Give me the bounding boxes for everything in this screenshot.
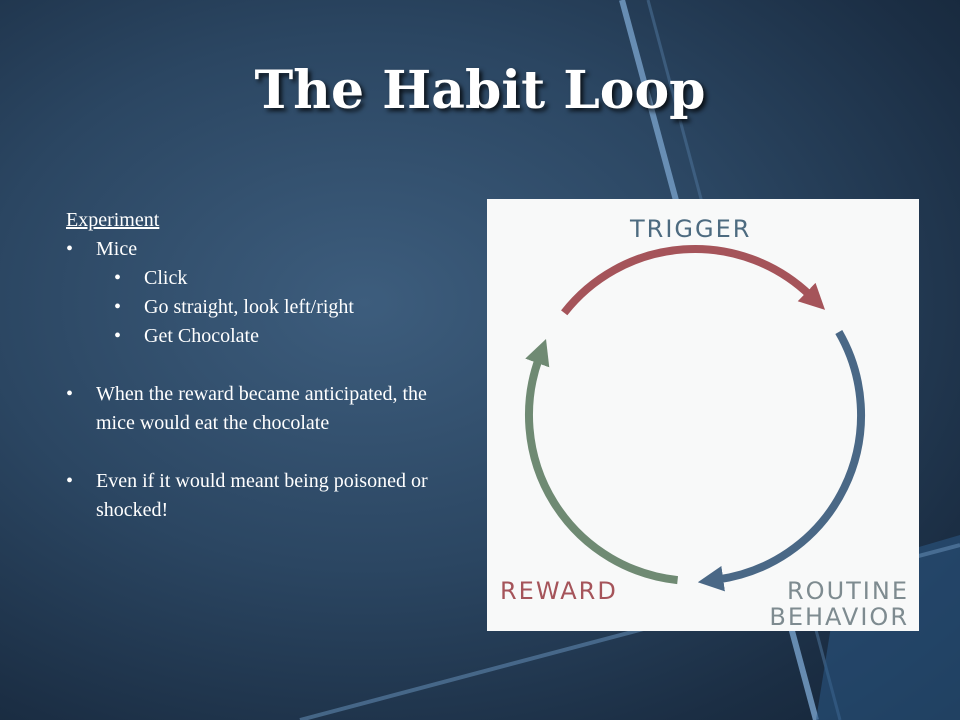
trigger-label: TRIGGER [630, 215, 752, 243]
list-item: • Click [114, 264, 466, 293]
slide-title: The Habit Loop [254, 60, 706, 121]
bullet-text-get-chocolate: Get Chocolate [144, 325, 259, 347]
reward-arc [525, 338, 679, 585]
routine-label-line2: BEHAVIOR [769, 603, 909, 631]
list-item: • Even if it would meant being poisoned … [66, 467, 466, 525]
bullet-icon: • [66, 383, 74, 405]
bullet-icon: • [66, 470, 74, 492]
bullet-text-mice: Mice [96, 238, 138, 260]
bullet-text-go-straight: Go straight, look left/right [144, 296, 354, 318]
trigger-arc [561, 245, 826, 316]
reward-label: REWARD [500, 577, 618, 605]
experiment-heading: Experiment [66, 209, 160, 231]
list-item: • Get Chocolate [114, 322, 466, 351]
bullet-text-poisoned: Even if it would meant being poisoned or… [96, 470, 428, 521]
list-item: • Go straight, look left/right [114, 293, 466, 322]
routine-arc [697, 330, 866, 592]
sub-bullet-list: • Click • Go straight, look left/right •… [114, 264, 466, 351]
list-item: • Mice • Click • Go straight, look left/… [66, 235, 466, 351]
bullet-icon: • [114, 296, 122, 318]
bullet-icon: • [114, 267, 122, 289]
slide-content: Experiment • Mice • Click • Go straight,… [66, 206, 466, 525]
bullet-list: • Mice • Click • Go straight, look left/… [66, 235, 466, 525]
habit-loop-cycle [525, 245, 866, 592]
bullet-text-reward-anticipated: When the reward became anticipated, the … [96, 383, 427, 434]
bullet-text-click: Click [144, 267, 188, 289]
list-item: • When the reward became anticipated, th… [66, 380, 466, 438]
routine-behavior-label: ROUTINE BEHAVIOR [769, 578, 909, 630]
habit-loop-diagram: TRIGGER REWARD ROUTINE BEHAVIOR [487, 199, 919, 631]
bullet-icon: • [66, 238, 74, 260]
bullet-icon: • [114, 325, 122, 347]
routine-label-line1: ROUTINE [787, 577, 909, 605]
